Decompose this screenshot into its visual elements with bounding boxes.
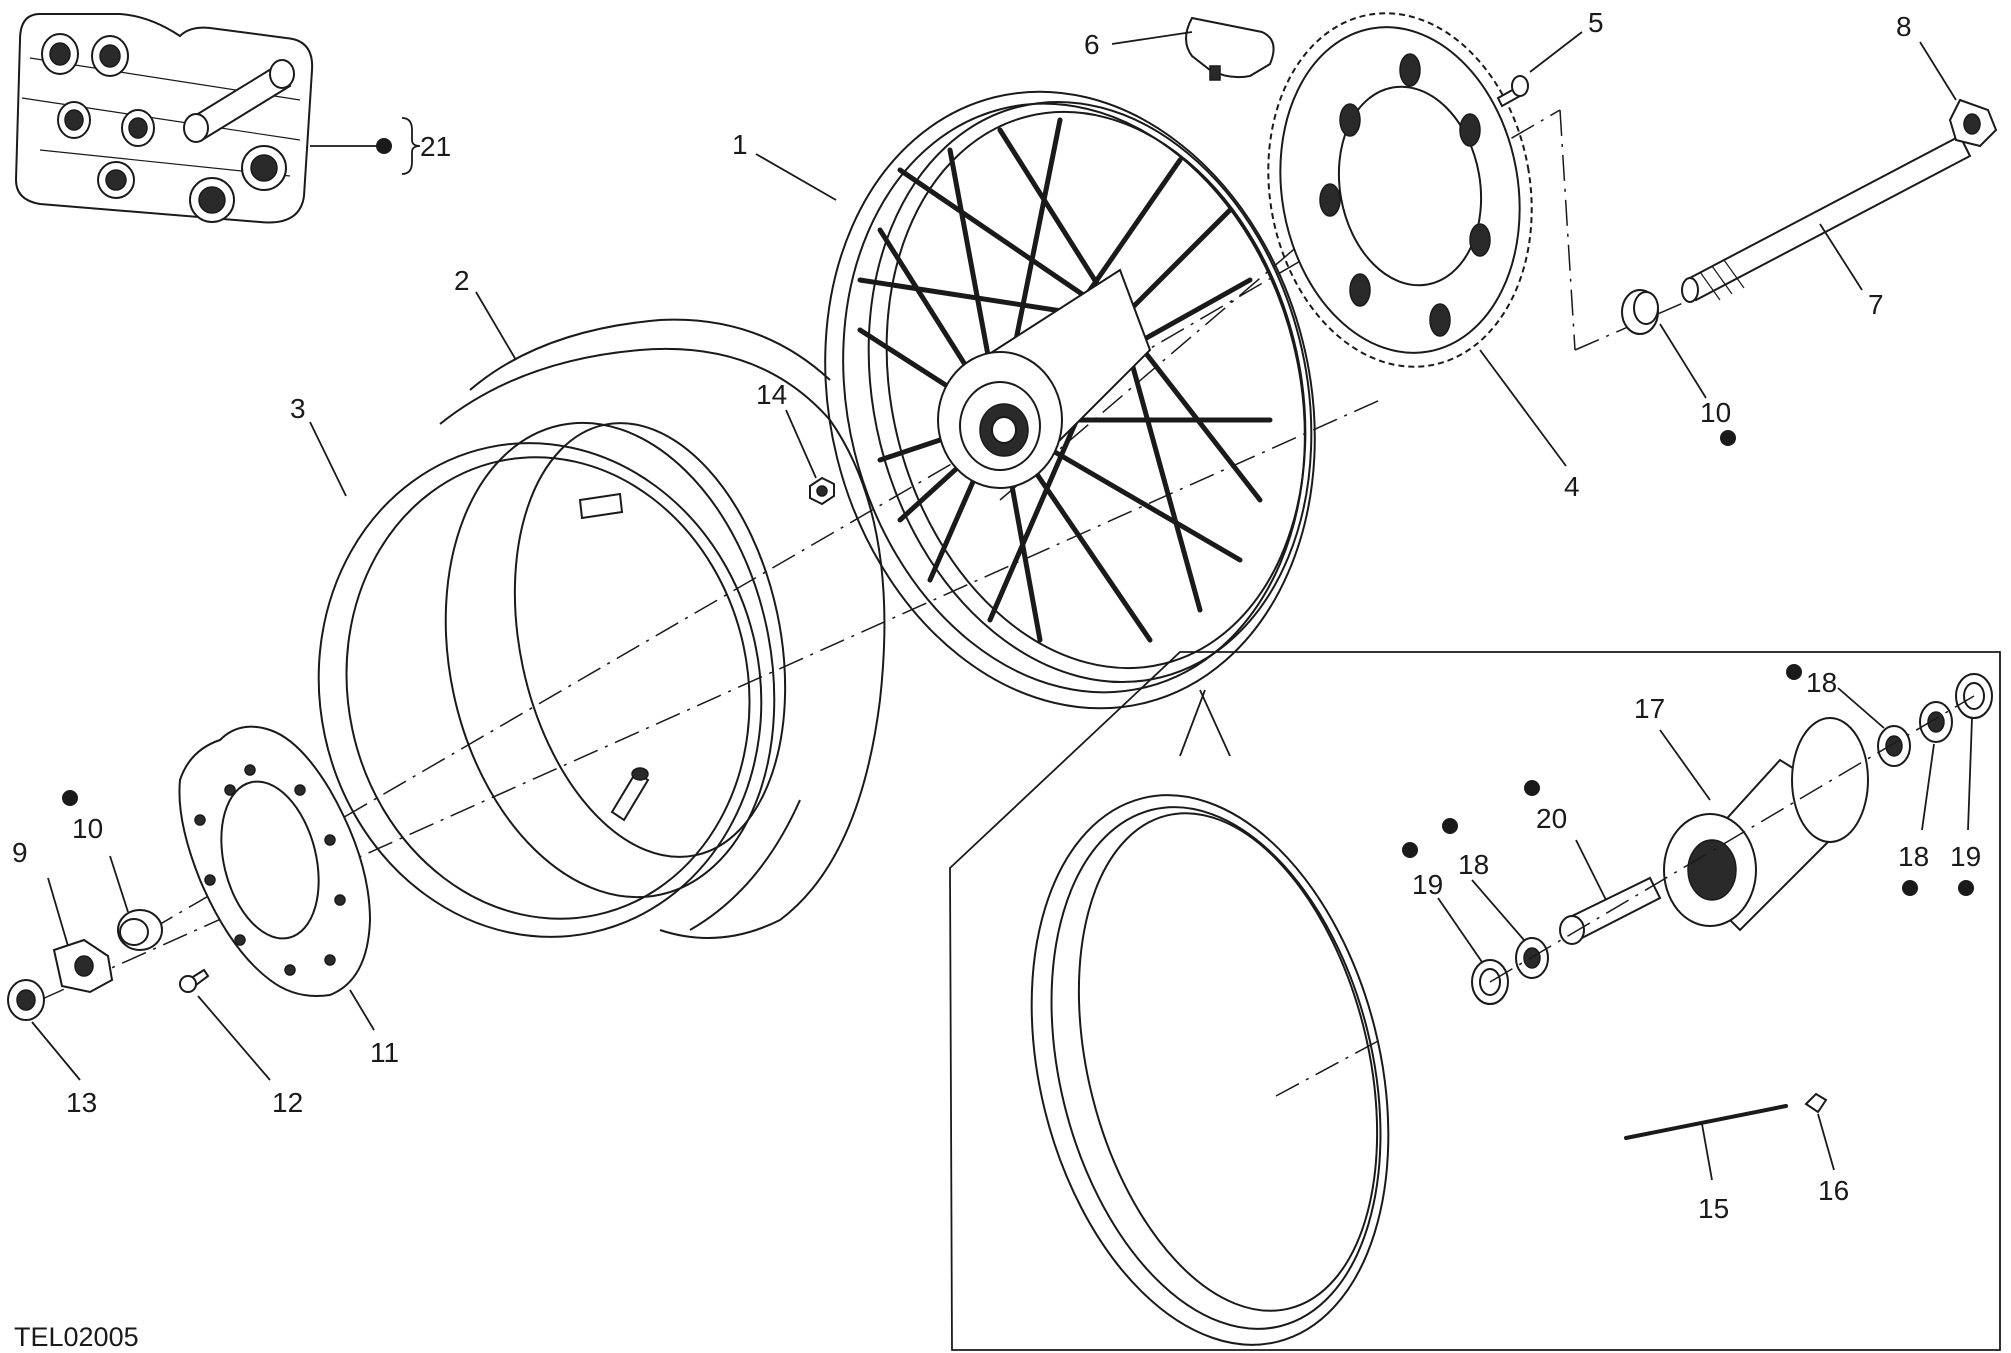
single-spoke: [1624, 1104, 1788, 1140]
axle-nut: [7, 979, 45, 1021]
callout-2: 2: [454, 265, 470, 296]
bare-hub: [1663, 717, 1869, 932]
chain-adjuster-right: [1948, 98, 1998, 148]
kit-spacer-tube: [183, 59, 295, 143]
callout-4: 4: [1564, 471, 1580, 502]
chain-adjuster-left: [52, 938, 114, 994]
disc-bolt: [179, 968, 210, 993]
detail-panel: [949, 651, 2001, 1351]
drawing-code: TEL02005: [14, 1322, 139, 1352]
kit-bushing-2: [91, 35, 129, 77]
bullet-19-left: [1402, 842, 1418, 858]
callout-20: 20: [1536, 803, 1567, 834]
kit-bushing-3: [57, 101, 91, 139]
spacer-left: [117, 909, 163, 951]
callout-labels: 1 2 3 4 5 6 7 8 9 10 10 11 12 13 14 15 1…: [12, 7, 1981, 1224]
bearing-right-1: [1877, 725, 1911, 767]
kit-bushing-5: [97, 161, 135, 199]
callout-10-left: 10: [72, 813, 103, 844]
spacer-right: [1621, 289, 1659, 335]
spoke-nipple: [1804, 1092, 1828, 1114]
bullet-18-left: [1442, 818, 1458, 834]
callout-18-left: 18: [1458, 849, 1489, 880]
kit-bushing-6: [241, 145, 287, 191]
callout-16: 16: [1818, 1175, 1849, 1206]
callout-18-right: 18: [1898, 841, 1929, 872]
bearing-right-2: [1919, 701, 1953, 743]
bullet-19-right: [1958, 880, 1974, 896]
callout-19-right: 19: [1950, 841, 1981, 872]
kit-21-label: 21: [420, 131, 451, 162]
complete-wheel: [824, 90, 1316, 710]
callout-14: 14: [756, 379, 787, 410]
valve-stem: [610, 767, 650, 822]
callout-12: 12: [272, 1087, 303, 1118]
bullet-10-right: [1720, 430, 1736, 446]
callout-6: 6: [1084, 29, 1100, 60]
wheel-hub: [937, 268, 1152, 489]
bare-rim: [1030, 794, 1390, 1346]
callout-3: 3: [290, 393, 306, 424]
callout-1: 1: [732, 129, 748, 160]
tyre: [439, 318, 886, 939]
bullet-10-left: [62, 790, 78, 806]
callout-13: 13: [66, 1087, 97, 1118]
kit-bushing-4: [121, 109, 155, 147]
callout-7: 7: [1868, 289, 1884, 320]
callout-8: 8: [1896, 11, 1912, 42]
callout-10-right: 10: [1700, 397, 1731, 428]
kit-bushing-1: [41, 33, 79, 75]
bullet-18-right: [1902, 880, 1918, 896]
callout-19-left: 19: [1412, 869, 1443, 900]
callout-15: 15: [1698, 1193, 1729, 1224]
spoke-nut: [809, 476, 835, 506]
callout-17: 17: [1634, 693, 1665, 724]
sprocket-bolt: [1496, 75, 1529, 108]
callout-11: 11: [370, 1037, 399, 1068]
rear-axle: [1681, 134, 1972, 303]
brake-disc: [178, 725, 372, 997]
leader-lines: [31, 31, 1973, 1181]
kit-bushing-7: [189, 177, 235, 223]
bullet-kit: [376, 138, 392, 154]
callout-5: 5: [1588, 7, 1604, 38]
kit-21-bracket: [401, 117, 421, 175]
callout-18-top: 18: [1806, 667, 1837, 698]
callout-9: 9: [12, 837, 28, 868]
bullet-20: [1524, 780, 1540, 796]
kit-21-group: 21: [14, 13, 451, 224]
bullet-18-top: [1786, 664, 1802, 680]
kit-21-outline: [14, 13, 314, 224]
rear-sprocket: [1267, 12, 1533, 368]
rim-strip: [317, 421, 787, 938]
cush-drive-rubber: [1185, 16, 1275, 81]
